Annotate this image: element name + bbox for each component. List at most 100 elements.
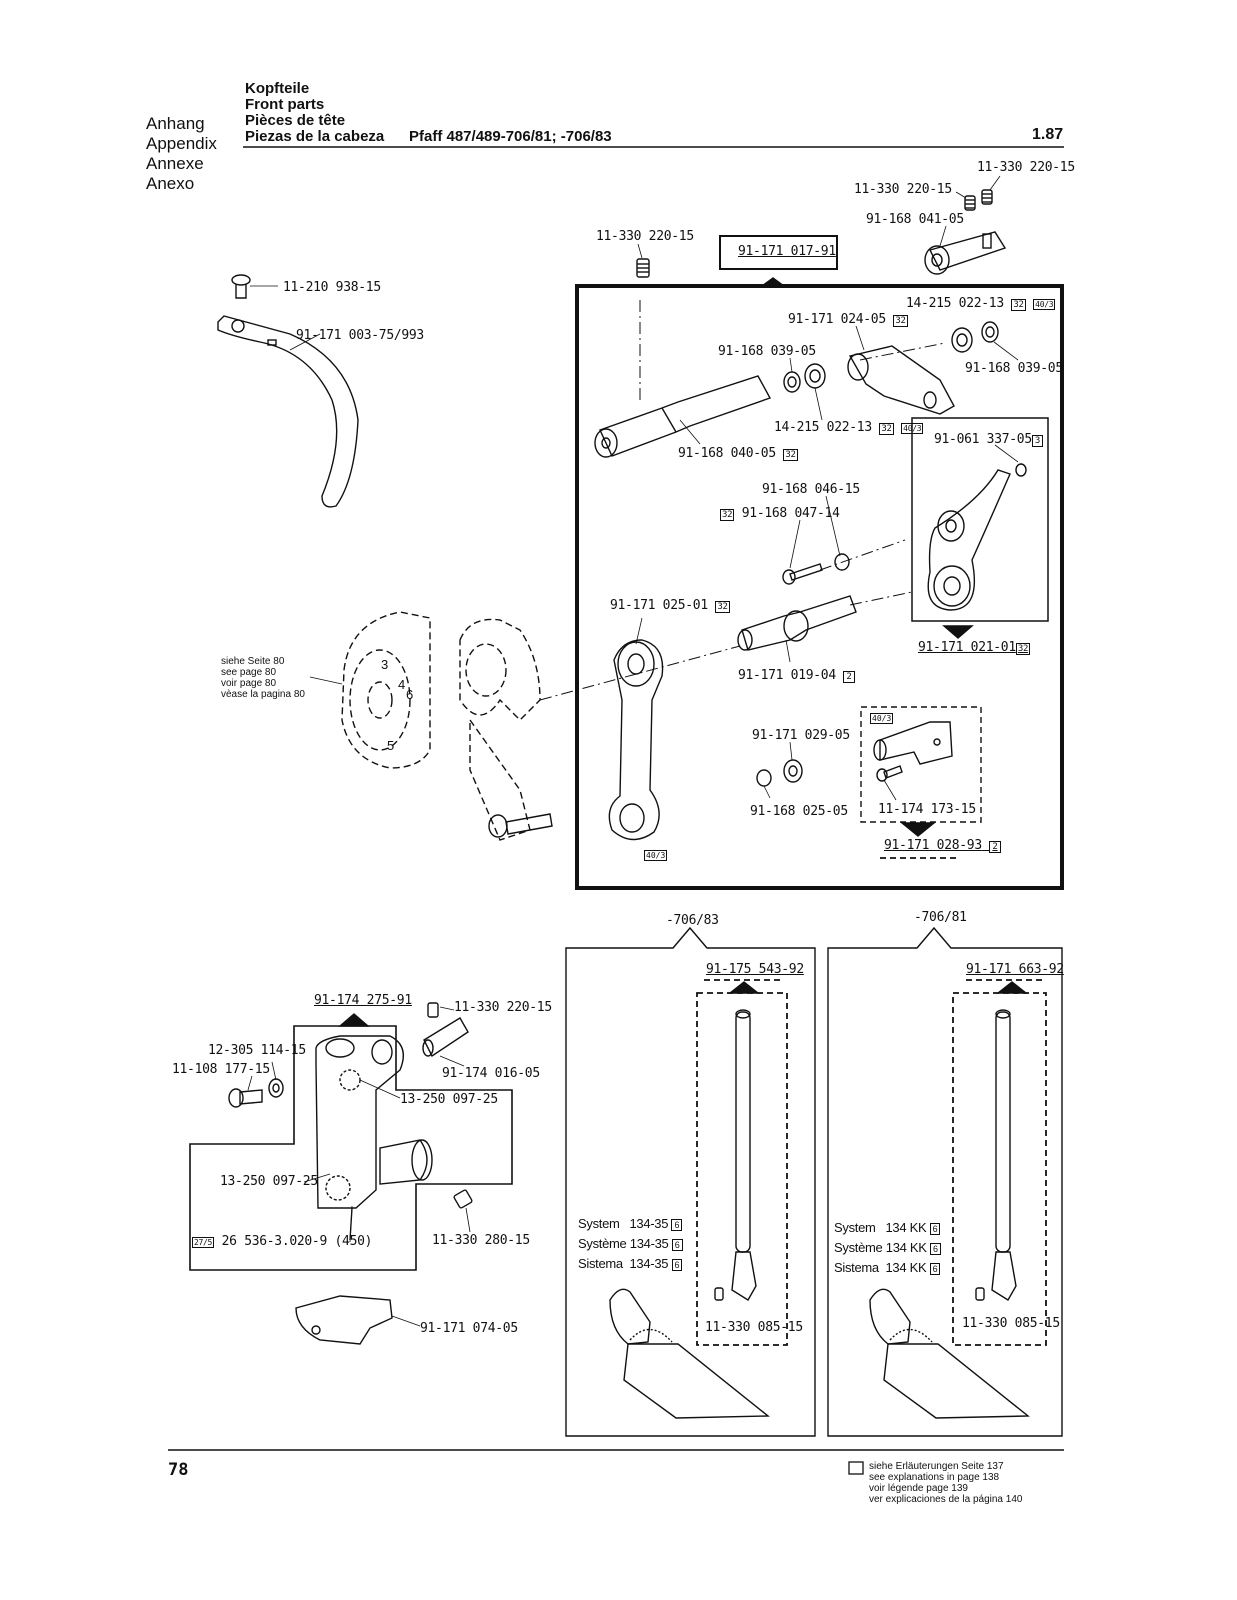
label-shaft: 91-168 040-05 32 bbox=[678, 446, 798, 461]
badge-3: 3 bbox=[1031, 435, 1043, 447]
footnote: siehe Erläuterungen Seite 137 see explan… bbox=[869, 1461, 1022, 1505]
label-screw-047: 32 91-168 047-14 bbox=[720, 506, 840, 521]
system-label: Sistema bbox=[834, 1260, 879, 1275]
see-page-line: vèase la pagina 80 bbox=[221, 689, 305, 700]
label-crank: 91-171 024-05 32 bbox=[788, 312, 908, 327]
washer-icon-right bbox=[981, 321, 999, 343]
bearing-icon-top bbox=[951, 327, 973, 353]
system-label: System bbox=[578, 1216, 620, 1231]
system-value: 134 KK bbox=[885, 1260, 927, 1275]
label-lever: 91-171 003-75/993 bbox=[296, 328, 424, 343]
label-top-screw-b: 11-330 220-15 bbox=[854, 182, 952, 197]
ring-icon-029 bbox=[783, 759, 803, 783]
system-row-81: Sistema 134 KK 6 bbox=[834, 1260, 941, 1275]
badge-32: 32 bbox=[715, 601, 730, 613]
section-title-fr: Pièces de tête bbox=[245, 112, 346, 129]
badge-32: 32 bbox=[783, 449, 798, 461]
label-screw-220: 11-330 220-15 bbox=[454, 1000, 552, 1015]
variant-label-83: -706/83 bbox=[666, 913, 719, 928]
crank-icon bbox=[847, 345, 955, 415]
badge-6: 6 bbox=[929, 1263, 941, 1275]
badge-2: 2 bbox=[843, 671, 855, 683]
label-assembly-028: 91-171 028-93 2 bbox=[884, 838, 1001, 853]
label-screw-085b: 11-330 085-15 bbox=[962, 1316, 1060, 1331]
bush-icon-025 bbox=[756, 769, 772, 787]
label-assembly-275: 91-174 275-91 bbox=[314, 993, 412, 1008]
label-bearing-top: 14-215 022-13 32 40/3 bbox=[906, 296, 1056, 311]
set-screw-icon-220 bbox=[427, 1002, 439, 1018]
label-screw-085a: 11-330 085-15 bbox=[705, 1320, 803, 1335]
variant-frame-83 bbox=[565, 926, 816, 1437]
side-label-fr: Annexe bbox=[146, 154, 204, 173]
cam-number: 5 bbox=[387, 738, 395, 753]
label-washer-305: 12-305 114-15 bbox=[208, 1043, 306, 1058]
variant-label-81: -706/81 bbox=[914, 910, 967, 925]
needlebar-frame-81 bbox=[952, 992, 1047, 1346]
badge-6: 6 bbox=[671, 1219, 683, 1231]
badge-6: 6 bbox=[929, 1223, 941, 1235]
section-title-es: Piezas de la cabeza bbox=[245, 128, 385, 145]
coupling-icon bbox=[924, 231, 1007, 275]
badge-32: 32 bbox=[1015, 643, 1031, 655]
variant-frame-81 bbox=[827, 926, 1063, 1437]
label-assembly-021-text: 91-171 021-01 bbox=[918, 640, 1016, 655]
clamp-icon bbox=[873, 721, 953, 765]
label-pin-text: 91-171 019-04 bbox=[738, 668, 836, 683]
label-crank-text: 91-171 024-05 bbox=[788, 312, 886, 327]
label-bush-025: 91-168 025-05 bbox=[750, 804, 848, 819]
label-bearing-mid-text: 14-215 022-13 bbox=[774, 420, 872, 435]
label-bearing-top-text: 14-215 022-13 bbox=[906, 296, 1004, 311]
label-wire: 27/5 26 536-3.020-9 (450) bbox=[192, 1234, 372, 1249]
system-label: Système bbox=[578, 1236, 627, 1251]
nut-icon-046 bbox=[834, 553, 850, 571]
system-row-81: Système 134 KK 6 bbox=[834, 1240, 941, 1255]
assembly-arrow-275 bbox=[338, 1013, 370, 1027]
cam-number: 3 bbox=[381, 657, 389, 672]
needlebar-icon-81 bbox=[991, 1009, 1017, 1301]
cam-number: 4 bbox=[398, 677, 406, 692]
set-screw-icon-085b bbox=[975, 1287, 985, 1301]
label-pin-016: 91-174 016-05 bbox=[442, 1066, 540, 1081]
section-ref: 1.87 bbox=[1032, 126, 1064, 143]
cam-group-icon bbox=[341, 611, 541, 841]
label-needlebar-81: 91-171 663-92 bbox=[966, 962, 1064, 977]
label-rod: 91-171 025-01 32 bbox=[610, 598, 730, 613]
system-label: Sistema bbox=[578, 1256, 623, 1271]
main-assembly-frame bbox=[575, 284, 1064, 890]
badge-32: 32 bbox=[720, 509, 735, 521]
label-rod-text: 91-171 025-01 bbox=[610, 598, 708, 613]
label-lever-screw: 11-210 938-15 bbox=[283, 280, 381, 295]
subassembly-frame-275 bbox=[189, 1025, 513, 1271]
label-screw-046: 91-168 046-15 bbox=[762, 482, 860, 497]
label-ring-029: 91-171 029-05 bbox=[752, 728, 850, 743]
system-row-83: System 134-35 6 bbox=[578, 1216, 683, 1231]
system-value: 134-35 bbox=[629, 1216, 669, 1231]
page-number: 78 bbox=[168, 1460, 189, 1480]
set-screw-icon-top-b bbox=[981, 189, 993, 205]
badge-32: 32 bbox=[879, 423, 894, 435]
shaft-icon bbox=[594, 375, 772, 458]
set-screw-icon-280 bbox=[453, 1189, 473, 1209]
badge-40-3: 40/3 bbox=[901, 423, 924, 434]
connecting-rod-icon bbox=[608, 639, 664, 841]
footnote-line: voir légende page 139 bbox=[869, 1483, 968, 1494]
needlebar-icon-83 bbox=[731, 1009, 757, 1301]
badge-32: 32 bbox=[893, 315, 908, 327]
see-page-note: siehe Seite 80 see page 80 voir page 80 … bbox=[221, 656, 305, 700]
badge-2: 2 bbox=[989, 841, 1001, 853]
washer-icon-305 bbox=[268, 1078, 284, 1098]
system-row-81: System 134 KK 6 bbox=[834, 1220, 941, 1235]
system-label: Système bbox=[834, 1240, 883, 1255]
system-row-83: Système 134-35 6 bbox=[578, 1236, 683, 1251]
badge-6: 6 bbox=[671, 1239, 683, 1251]
assembly-arrow-028 bbox=[900, 822, 936, 837]
bearing-icon-mid bbox=[804, 363, 826, 389]
label-washer-right: 91-168 039-05 bbox=[965, 361, 1063, 376]
badge-27-5: 27/5 bbox=[192, 1237, 215, 1248]
pin-icon bbox=[737, 595, 857, 651]
needle-icon-81 bbox=[869, 1288, 1030, 1419]
see-page-line: see page 80 bbox=[221, 667, 277, 678]
assembly-arrow-81 bbox=[995, 981, 1029, 994]
